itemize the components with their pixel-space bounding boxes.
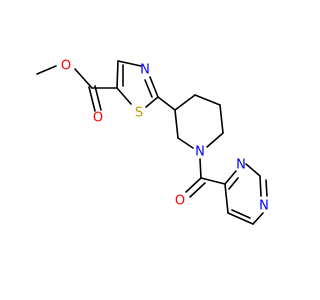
bond-methyl-o xyxy=(36,65,57,75)
bond-pyr-c6-c5-inner xyxy=(231,209,251,219)
atom-n-thiazole: N xyxy=(140,63,150,78)
bond-n-amide-c xyxy=(199,158,202,179)
piperidine-ring xyxy=(157,94,224,149)
bond-pyr-c6-c5 xyxy=(227,212,254,225)
bond-amide-c-o-1 xyxy=(185,177,202,193)
bond-amide-c-pyrimidine xyxy=(200,177,226,185)
bond-carbonyl-c-o-1 xyxy=(88,86,96,112)
bond-pyr-c4-n3-inner xyxy=(228,177,239,190)
bond-c5-c6 xyxy=(219,104,224,134)
methyl-ester-group xyxy=(36,65,118,112)
bond-pyr-c2-n1-inner xyxy=(265,179,268,197)
bond-n1-c2 xyxy=(177,137,194,149)
atom-o-methoxy: O xyxy=(61,59,71,74)
bond-carbonyl-c-o-2 xyxy=(94,85,102,111)
bond-n3-c2 xyxy=(149,76,159,98)
bond-c6-n1 xyxy=(206,132,224,148)
bond-pyr-c2-n1 xyxy=(259,175,262,197)
pyrimidine-ring xyxy=(224,163,268,225)
bond-c3-c4 xyxy=(174,94,196,111)
atom-o-amide: O xyxy=(175,194,185,209)
molecule-structure: O O N S N O N N xyxy=(36,59,269,225)
bond-c2-s1 xyxy=(145,96,159,108)
atom-n-pyrimidine-top: N xyxy=(236,158,246,173)
bond-s1-c5 xyxy=(116,87,132,105)
bond-n3-c2-inner xyxy=(144,79,153,98)
bond-thiazole-c3 xyxy=(157,96,176,111)
atom-o-carbonyl-ester: O xyxy=(93,111,103,126)
bond-pyr-c5-c4 xyxy=(224,183,229,214)
atom-n-piperidine: N xyxy=(195,145,205,160)
bond-c4-c5 xyxy=(194,94,221,106)
bond-c2-c3 xyxy=(174,109,179,139)
bond-c4-n3 xyxy=(117,60,142,67)
bond-c5-c4 xyxy=(116,60,119,89)
bond-pyr-c4-n3 xyxy=(224,170,237,185)
atom-labels: O O N S N O N N xyxy=(61,59,269,214)
bond-o-carbonyl xyxy=(74,68,93,89)
bond-pyr-n3-c2 xyxy=(245,163,261,177)
atom-n-pyrimidine-right: N xyxy=(259,199,269,214)
amide-group xyxy=(185,158,226,198)
bond-pyr-n1-c6 xyxy=(252,212,264,225)
bond-amide-c-o-2 xyxy=(189,182,206,198)
thiazole-ring xyxy=(116,60,159,108)
atom-s-thiazole: S xyxy=(135,106,143,121)
